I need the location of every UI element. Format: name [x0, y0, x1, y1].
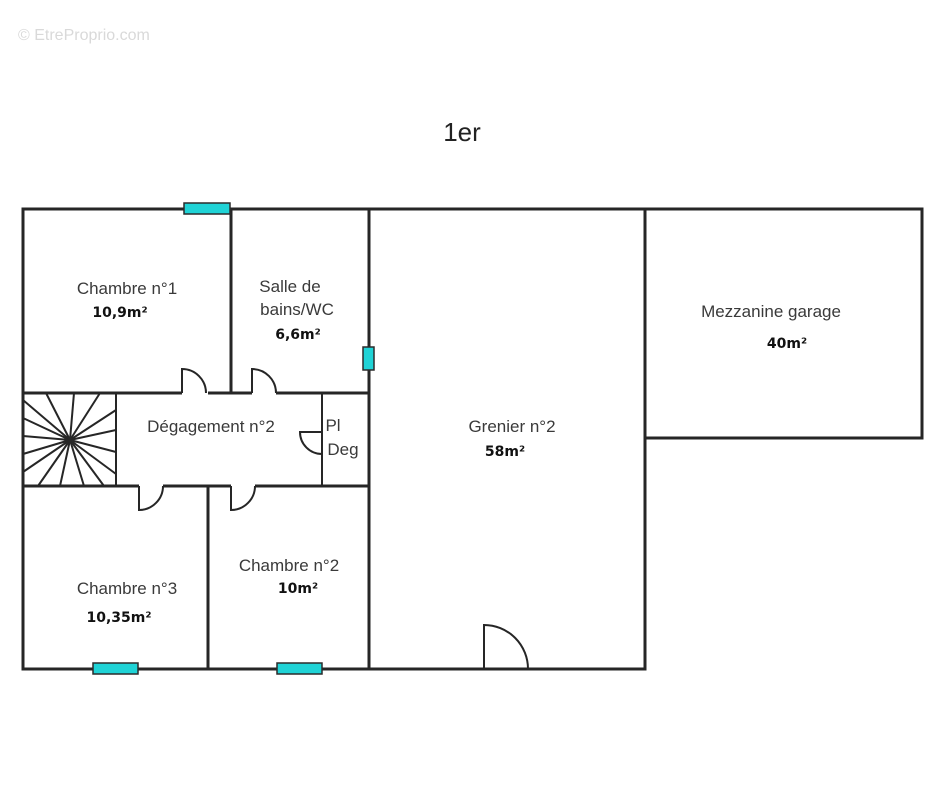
walls	[21, 207, 924, 671]
window-chambre2	[276, 662, 323, 675]
door-chambre2	[230, 485, 256, 512]
room-label-degagement: Dégagement n°2	[147, 417, 275, 436]
window-sdb	[362, 346, 375, 371]
doors	[138, 367, 529, 670]
mezzanine-outline	[643, 207, 924, 440]
room-area-sdb: 6,6m²	[275, 327, 321, 343]
windows	[92, 202, 375, 675]
floor-title: 1er	[443, 117, 481, 147]
room-label-chambre1: Chambre n°1	[77, 279, 177, 298]
room-label-placard-line2: Deg	[327, 440, 358, 459]
room-label-sdb-line1: Salle de	[259, 277, 320, 296]
staircase	[22, 392, 117, 487]
room-area-grenier: 58m²	[485, 444, 525, 460]
room-area-chambre1: 10,9m²	[92, 305, 147, 321]
room-label-sdb-line2: bains/WC	[260, 300, 334, 319]
room-label-grenier: Grenier n°2	[468, 417, 555, 436]
door-sdb	[251, 367, 277, 394]
room-label-chambre3: Chambre n°3	[77, 579, 177, 598]
door-chambre3	[138, 485, 164, 512]
door-placard	[298, 431, 323, 455]
room-area-chambre2: 10m²	[278, 581, 318, 597]
room-label-chambre2: Chambre n°2	[239, 556, 339, 575]
watermark: © EtreProprio.com	[18, 27, 150, 44]
window-chambre1	[183, 202, 231, 215]
room-area-mezzanine: 40m²	[767, 336, 807, 352]
room-label-placard-line1: Pl	[325, 416, 340, 435]
room-label-mezzanine: Mezzanine garage	[701, 302, 841, 321]
door-grenier	[483, 623, 529, 670]
window-chambre3	[92, 662, 139, 675]
room-area-chambre3: 10,35m²	[86, 610, 151, 626]
door-chambre1	[181, 367, 207, 394]
